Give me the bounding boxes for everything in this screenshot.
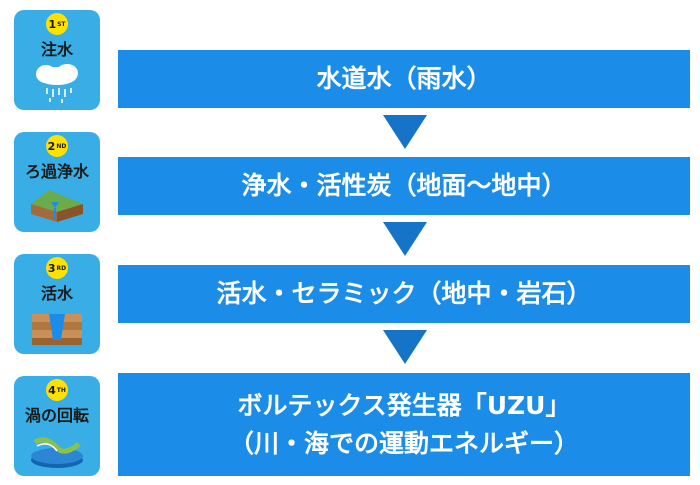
process-box-2: 浄水・活性炭（地面〜地中） xyxy=(118,157,690,215)
process-4-line-2: （川・海での運動エネルギー） xyxy=(228,428,579,458)
step-3-label: 活水 xyxy=(40,284,73,303)
step-1-label: 注水 xyxy=(40,40,73,59)
rock-layers-icon xyxy=(32,314,82,345)
process-1-line-1: 水道水（雨水） xyxy=(316,64,492,94)
down-arrow-icon xyxy=(383,330,427,364)
process-2-line-1: 浄水・活性炭（地面〜地中） xyxy=(241,171,567,201)
process-3-line-1: 活水・セラミック（地中・岩石） xyxy=(216,279,592,309)
step-4-badge-number: 4 xyxy=(48,383,56,397)
vortex-river-icon xyxy=(31,437,83,468)
ground-filter-icon xyxy=(31,190,83,222)
step-1-badge-suffix: ST xyxy=(57,20,66,28)
step-4-label: 渦の回転 xyxy=(24,406,89,425)
step-4-badge-suffix: TH xyxy=(56,386,66,394)
down-arrow-icon xyxy=(383,222,427,256)
step-2-badge-suffix: ND xyxy=(56,142,67,150)
step-1-badge-number: 1 xyxy=(48,17,57,31)
step-3-badge-suffix: RD xyxy=(56,264,67,272)
process-box-4: ボルテックス発生器「UZU」 （川・海での運動エネルギー） xyxy=(118,373,690,476)
step-2-label: ろ過浄水 xyxy=(24,162,89,181)
down-arrow-icon xyxy=(383,115,427,149)
process-box-1: 水道水（雨水） xyxy=(118,50,690,108)
rain-cloud-icon xyxy=(36,64,78,103)
step-3-badge-number: 3 xyxy=(47,261,56,275)
process-box-3: 活水・セラミック（地中・岩石） xyxy=(118,265,690,323)
step-2-badge-number: 2 xyxy=(47,139,56,153)
process-4-line-1: ボルテックス発生器「UZU」 xyxy=(237,391,571,420)
